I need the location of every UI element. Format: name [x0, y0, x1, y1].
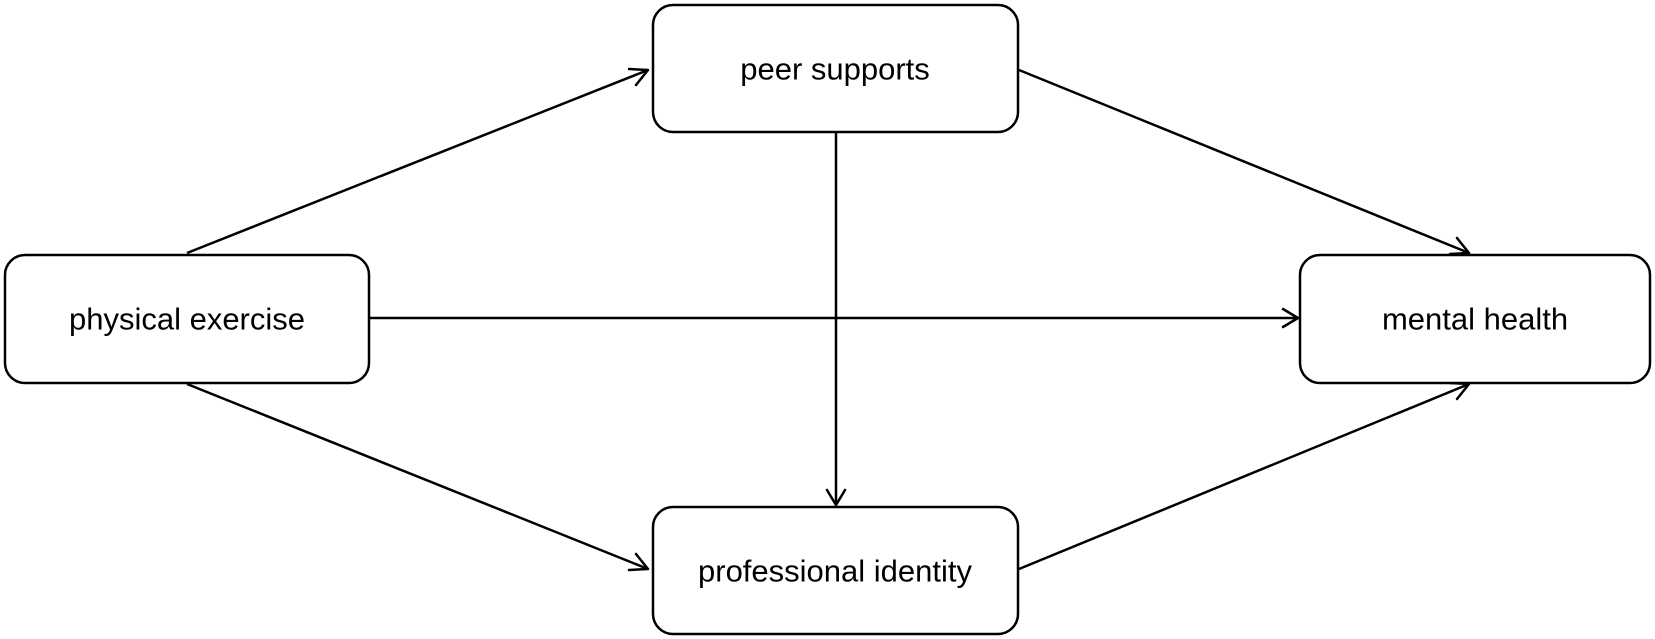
node-label-peer-supports: peer supports [740, 52, 930, 87]
arrowhead-mental-health-middle [1281, 307, 1300, 329]
node-professional-identity: professional identity [651, 505, 1020, 636]
arrowhead-professional-identity-left [627, 552, 650, 572]
arrowhead-mental-health-top [1448, 236, 1471, 256]
node-label-physical-exercise: physical exercise [69, 302, 305, 337]
arrowhead-peer-supports-left [627, 67, 650, 87]
node-peer-supports: peer supports [651, 3, 1020, 134]
node-label-mental-health: mental health [1382, 302, 1568, 337]
node-box-peer-supports [651, 3, 1020, 134]
node-physical-exercise: physical exercise [3, 253, 371, 385]
node-box-physical-exercise [3, 253, 371, 385]
node-box-professional-identity [651, 505, 1020, 636]
node-mental-health: mental health [1298, 253, 1652, 385]
node-box-mental-health [1298, 253, 1652, 385]
node-label-professional-identity: professional identity [698, 554, 972, 589]
edge-physical-exercise-to-peer-supports [186, 68, 649, 255]
arrowhead-professional-identity-top [825, 488, 847, 507]
edge-professional-identity-to-mental-health [1018, 382, 1470, 571]
edges [186, 67, 1471, 572]
edge-physical-exercise-to-professional-identity [186, 382, 649, 571]
edge-peer-supports-to-mental-health [1018, 68, 1470, 255]
